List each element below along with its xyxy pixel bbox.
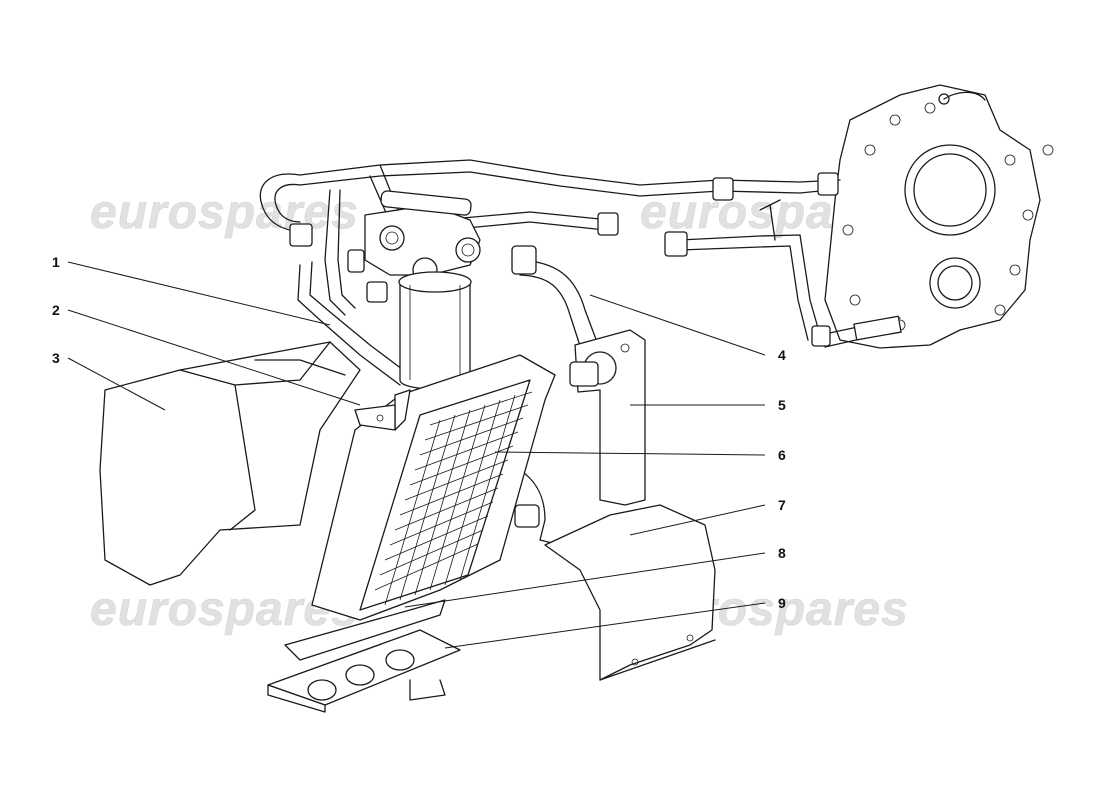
oil-pipe-network: [259, 159, 902, 386]
oil-filter-assembly: [364, 190, 481, 390]
support-plate: [514, 329, 646, 546]
gasket: [284, 599, 446, 661]
callout-number-1: 1: [52, 254, 60, 270]
callout-numbers: 1 2 3 4 5 6 7 8 9: [52, 254, 786, 611]
lower-support: [267, 629, 461, 713]
shield: [544, 504, 716, 681]
watermark: eurospares: [90, 186, 359, 239]
leader-lines: [67, 261, 766, 649]
callout-number-2: 2: [52, 302, 60, 318]
callout-number-7: 7: [778, 497, 786, 513]
callout-number-6: 6: [778, 447, 786, 463]
oil-hose: [511, 245, 601, 356]
watermark: eurospares: [90, 583, 359, 636]
callout-number-8: 8: [778, 545, 786, 561]
air-duct: [99, 341, 361, 586]
oil-cooler: [311, 354, 556, 621]
callout-number-3: 3: [52, 350, 60, 366]
callout-number-4: 4: [778, 347, 786, 363]
engine-timing-cover: [824, 84, 1054, 349]
callout-number-9: 9: [778, 595, 786, 611]
callout-number-5: 5: [778, 397, 786, 413]
